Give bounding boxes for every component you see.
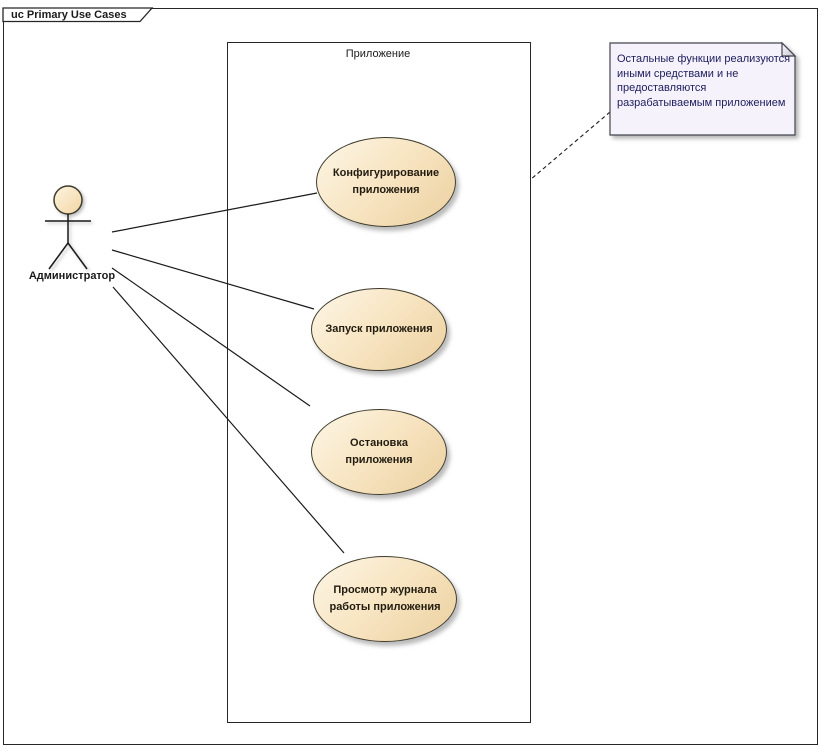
usecase-view-application-log[interactable]: Просмотр журнала работы приложения <box>313 556 457 642</box>
actor-head <box>53 185 83 215</box>
association-stop[interactable] <box>111 267 311 407</box>
note-text-line: разрабатываемым приложением <box>617 96 786 109</box>
usecase-label-line: работы приложения <box>329 601 441 613</box>
usecase-label-line: приложения <box>352 184 420 196</box>
usecase-start-application[interactable]: Запуск приложения <box>311 288 447 371</box>
usecase-label: Просмотр журнала работы приложения <box>329 582 440 616</box>
association-view-log[interactable] <box>112 286 345 554</box>
usecase-label-line: приложения <box>345 454 413 466</box>
note-fold-corner-icon <box>781 41 797 57</box>
note-body <box>609 42 796 136</box>
note-text-line: предоставляются <box>617 82 707 94</box>
usecase-label: Конфигурирование приложения <box>333 165 439 199</box>
diagram-frame-title: uc Primary Use Cases <box>11 9 127 21</box>
system-boundary-label: Приложение <box>345 48 411 60</box>
note-text-line: Остальные функции реализуются <box>617 53 791 65</box>
actor-label: Администратор <box>28 270 116 282</box>
actor-leg-right <box>67 242 88 270</box>
usecase-stop-application[interactable]: Остановка приложения <box>311 409 447 495</box>
usecase-label-line: Остановка <box>350 437 408 449</box>
usecase-configure-application[interactable]: Конфигурирование приложения <box>316 137 456 227</box>
diagram-frame <box>3 8 818 745</box>
association-start[interactable] <box>111 249 315 310</box>
note-text: Остальные функции реализуются иными сред… <box>617 52 793 110</box>
usecase-label-line: Запуск приложения <box>325 323 433 335</box>
note-shape[interactable] <box>609 41 797 136</box>
actor-administrator[interactable] <box>45 185 91 270</box>
usecase-label-line: Конфигурирование <box>332 167 440 179</box>
association-configure[interactable] <box>111 192 318 233</box>
note-link-dashed[interactable] <box>529 111 611 181</box>
usecase-label: Остановка приложения <box>345 435 412 469</box>
frame-tab <box>2 7 154 23</box>
usecase-label-line: Просмотр журнала <box>333 584 437 596</box>
note-text-line: иными средствами и не <box>617 67 739 80</box>
usecase-label: Запуск приложения <box>325 321 432 338</box>
actor-leg-left <box>48 242 69 270</box>
